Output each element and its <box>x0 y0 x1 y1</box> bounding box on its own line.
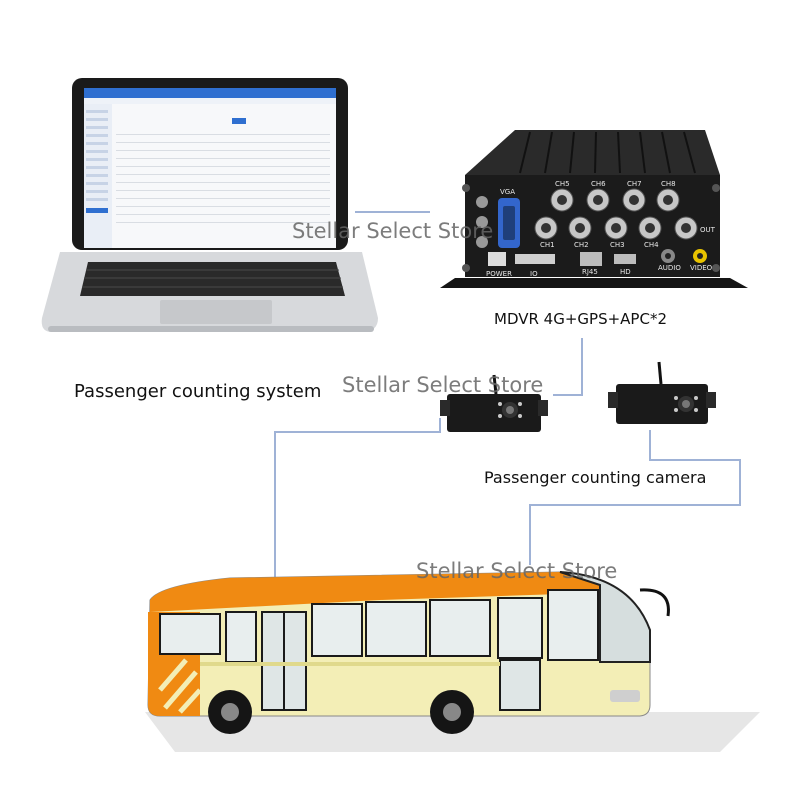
system-label: Passenger counting system <box>74 381 322 402</box>
video-label: VIDEO <box>690 264 713 272</box>
dvr-label: MDVR 4G+GPS+APC*2 <box>494 310 667 328</box>
vga-label: VGA <box>500 188 515 196</box>
ch7-label: CH7 <box>627 180 642 188</box>
camera-left <box>440 374 548 432</box>
ch4-label: CH4 <box>644 241 659 249</box>
power-label: POWER <box>486 270 512 278</box>
out-label: OUT <box>700 226 716 234</box>
watermark-bottom: Stellar Select Store <box>416 559 618 583</box>
laptop-screen <box>84 88 336 248</box>
dvr-camera-line <box>553 338 583 396</box>
audio-label: AUDIO <box>658 264 681 272</box>
ch6-label: CH6 <box>591 180 606 188</box>
ch3-label: CH3 <box>610 241 625 249</box>
ch8-label: CH8 <box>661 180 676 188</box>
camera-right-bus-line <box>529 430 741 565</box>
rj45-label: RJ45 <box>582 268 598 276</box>
hd-label: HD <box>620 268 631 276</box>
io-label: IO <box>530 270 538 278</box>
watermark-middle: Stellar Select Store <box>342 373 544 397</box>
ch1-label: CH1 <box>540 241 555 249</box>
camera-left-bus-line <box>274 418 441 580</box>
camera-right <box>608 361 716 424</box>
watermark-top: Stellar Select Store <box>292 219 494 243</box>
ch5-label: CH5 <box>555 180 570 188</box>
camera-label: Passenger counting camera <box>484 468 707 487</box>
ch2-label: CH2 <box>574 241 589 249</box>
